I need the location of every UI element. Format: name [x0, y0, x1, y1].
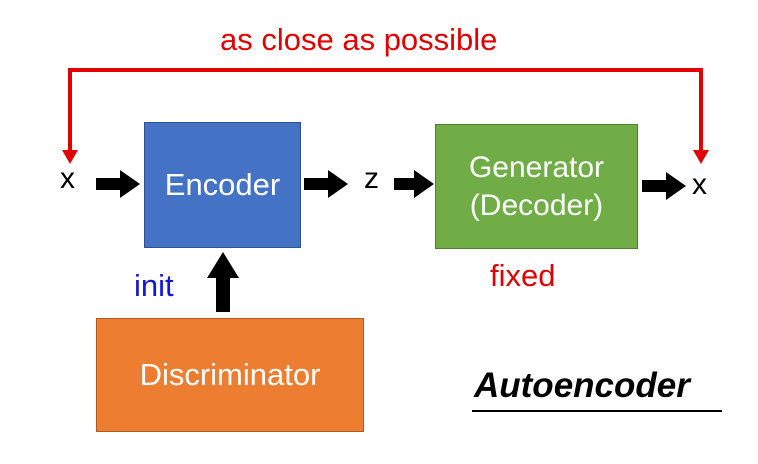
init-label: init: [134, 268, 174, 303]
decoder-label: (Decoder): [469, 188, 604, 222]
arrow-generator-to-x: [642, 172, 686, 200]
discriminator-label: Discriminator: [139, 356, 321, 392]
arrow-x-to-encoder: [96, 170, 140, 198]
feedback-arrowhead-left: [62, 150, 78, 164]
feedback-bracket-line: [68, 68, 703, 158]
latent-z-label: z: [364, 162, 379, 195]
arrow-discriminator-to-encoder: [207, 252, 239, 312]
feedback-arrowhead-right: [693, 150, 709, 164]
arrow-encoder-to-z: [304, 170, 348, 198]
caption-title: Autoencoder: [474, 366, 690, 405]
fixed-label: fixed: [490, 258, 556, 293]
discriminator-box: Discriminator: [96, 318, 364, 432]
feedback-label: as close as possible: [220, 22, 498, 57]
input-x-label: x: [60, 162, 75, 195]
encoder-label: Encoder: [164, 166, 281, 202]
caption-underline: [472, 410, 722, 412]
encoder-box: Encoder: [144, 122, 301, 248]
output-x-label: x: [692, 168, 707, 201]
generator-box: Generator (Decoder): [435, 124, 638, 249]
generator-label: Generator: [468, 151, 605, 184]
arrow-z-to-generator: [394, 170, 434, 198]
